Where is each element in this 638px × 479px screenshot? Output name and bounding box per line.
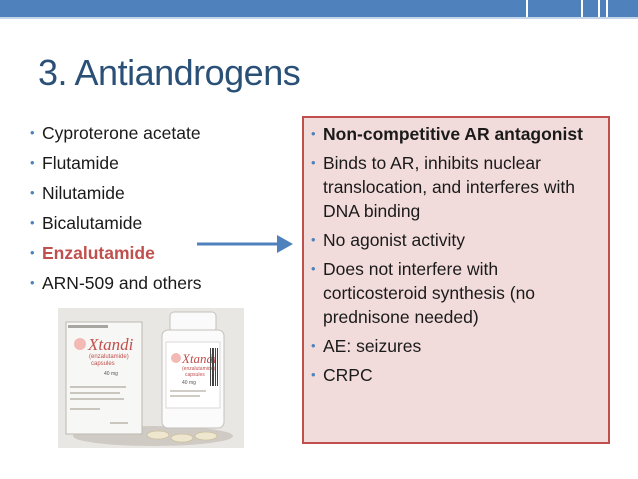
slide-title: 3. Antiandrogens	[38, 52, 301, 93]
product-bottle-cap	[169, 311, 217, 333]
bottle-strength-text: 40 mg	[182, 380, 196, 386]
carton-brand-text: Xtandi	[87, 335, 134, 354]
info-text: Does not interfere with corticosteroid s…	[323, 259, 536, 327]
bullet-icon: •	[30, 245, 35, 260]
bullet-icon: •	[311, 261, 316, 276]
info-item: • CRPC	[311, 363, 607, 387]
info-item: • AE: seizures	[311, 334, 607, 358]
drug-label: ARN-509 and others	[42, 273, 202, 293]
info-item: • No agonist activity	[311, 228, 607, 252]
top-accent-line	[0, 17, 638, 19]
bullet-icon: •	[30, 155, 35, 170]
drug-item: • Cyproterone acetate	[30, 118, 275, 148]
info-text: Non-competitive AR antagonist	[323, 124, 583, 144]
arrow-right-icon	[197, 235, 293, 253]
enzalutamide-info-box: • Non-competitive AR antagonist • Binds to…	[302, 116, 610, 444]
drug-label: Enzalutamide	[42, 243, 155, 263]
capsule-icon	[170, 433, 194, 443]
drug-item: • Bicalutamide	[30, 208, 275, 238]
drug-item: • Nilutamide	[30, 178, 275, 208]
carton-strength-text: 40 mg	[104, 371, 118, 377]
accent-tick	[598, 0, 600, 17]
bullet-icon: •	[30, 125, 35, 140]
drug-list: • Cyproterone acetate • Flutamide • Nilutam…	[30, 118, 275, 298]
info-text: No agonist activity	[323, 230, 466, 250]
info-item: • Binds to AR, inhibits nuclear transloca…	[311, 151, 607, 223]
bullet-icon: •	[311, 126, 316, 141]
product-photo: Xtandi (enzalutamide) capsules 40 mg Xta…	[58, 308, 244, 448]
drug-item-highlighted: • Enzalutamide	[30, 238, 275, 268]
capsule-icon	[146, 430, 170, 440]
info-item: • Non-competitive AR antagonist	[311, 122, 607, 146]
barcode-icon	[210, 348, 218, 386]
bottle-brand-text: Xtandi	[181, 351, 217, 366]
accent-tick	[581, 0, 583, 17]
drug-item: • ARN-509 and others	[30, 268, 275, 298]
drug-label: Cyproterone acetate	[42, 123, 201, 143]
info-text: AE: seizures	[323, 336, 422, 356]
bullet-icon: •	[30, 185, 35, 200]
bullet-icon: •	[311, 338, 316, 353]
bullet-icon: •	[311, 155, 316, 170]
drug-label: Flutamide	[42, 153, 119, 173]
bullet-icon: •	[30, 215, 35, 230]
bullet-icon: •	[311, 367, 316, 382]
accent-tick	[526, 0, 528, 17]
drug-label: Nilutamide	[42, 183, 125, 203]
drug-label: Bicalutamide	[42, 213, 143, 233]
capsule-icon	[194, 431, 218, 441]
bullet-icon: •	[311, 232, 316, 247]
carton-form-text: capsules	[91, 361, 115, 367]
info-list: • Non-competitive AR antagonist • Binds to…	[311, 122, 607, 392]
top-accent-bar	[0, 0, 638, 17]
accent-tick	[606, 0, 608, 17]
info-text: Binds to AR, inhibits nuclear translocat…	[323, 153, 575, 221]
bottle-generic-text: (enzalutamide)	[182, 366, 215, 372]
bullet-icon: •	[30, 275, 35, 290]
bottle-form-text: capsules	[185, 372, 205, 378]
carton-generic-text: (enzalutamide)	[89, 354, 129, 360]
drug-item: • Flutamide	[30, 148, 275, 178]
info-item: • Does not interfere with corticosteroid …	[311, 257, 607, 329]
info-text: CRPC	[323, 365, 373, 385]
